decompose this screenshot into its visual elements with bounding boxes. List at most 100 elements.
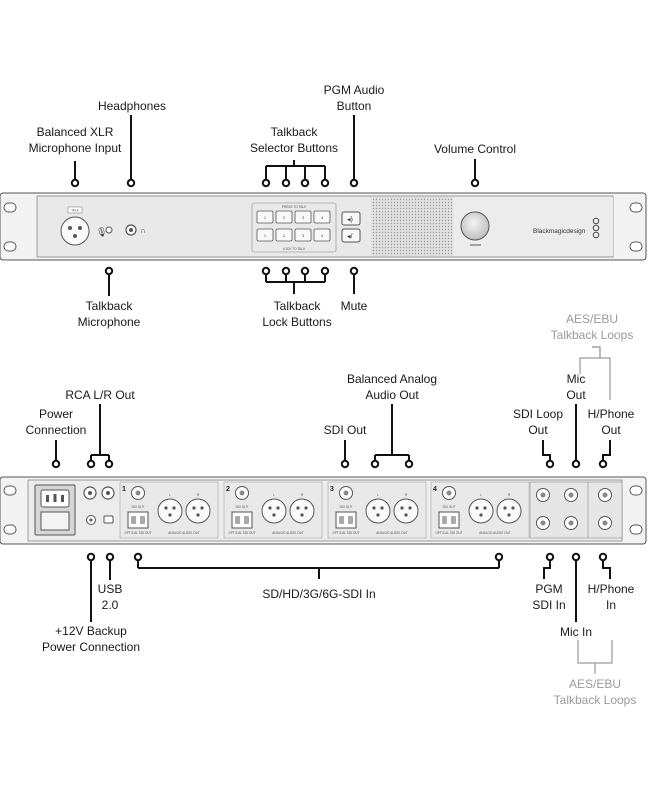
- optical-tag: OPTICAL SDI OUT: [228, 531, 255, 535]
- analog-tag: ANALOG AUDIO OUT: [168, 531, 200, 535]
- rear-left-rack-hole: [3, 524, 17, 535]
- analog-tag: ANALOG AUDIO OUT: [479, 531, 511, 535]
- sdi-out-tag: SDI OUT: [443, 505, 456, 509]
- mute-icon: ◂/: [347, 234, 353, 241]
- channel-side-tag: R: [197, 493, 200, 497]
- button-number: 4: [321, 233, 324, 238]
- channel-side-tag: L: [480, 493, 482, 497]
- talkback-lock-label: Talkback Lock Buttons: [262, 299, 332, 329]
- channel-number: 2: [226, 486, 230, 493]
- press-to-talk-button-3[interactable]: [294, 210, 312, 224]
- press-to-talk-caption: PRESS TO TALK: [282, 205, 307, 209]
- rear-left-rack-hole: [3, 485, 17, 496]
- backup-power-label: +12V Backup Power Connection: [41, 624, 141, 654]
- press-to-talk-button-1[interactable]: [256, 210, 274, 224]
- usb-label: USB 2.0: [97, 582, 123, 612]
- xlr-out-connector: [468, 498, 494, 524]
- channel-side-tag: R: [508, 493, 511, 497]
- xlr-tag-box: [67, 206, 83, 214]
- microphone-glyph: 🎙: [96, 227, 107, 238]
- xlr-pin: [68, 226, 72, 230]
- xlr-out-connector: [289, 498, 315, 524]
- lock-to-talk-button-4[interactable]: [313, 228, 331, 242]
- hphone-in-label: H/Phone In: [587, 582, 635, 612]
- speaker-icon: ◂): [347, 217, 353, 224]
- aes-ebu-bracket-lines: [577, 346, 613, 674]
- headphones-label: Headphones: [97, 99, 167, 113]
- headphone-jack-hole: [129, 228, 133, 232]
- button-number: 1: [264, 215, 267, 220]
- xlr-tag: TALK: [71, 209, 80, 213]
- channel-number: 1: [122, 486, 126, 493]
- xlr-out-connector: [185, 498, 211, 524]
- optical-tag: OPTICAL SDI OUT: [332, 531, 359, 535]
- rear-callout-lines: [55, 404, 611, 622]
- xlr-pin: [73, 234, 77, 238]
- channel-side-tag: L: [169, 493, 171, 497]
- front-right-rack-hole: [629, 241, 643, 252]
- balanced-analog-out-label: Balanced Analog Audio Out: [346, 372, 438, 402]
- speaker-grille: [371, 197, 453, 256]
- pgm-audio-button[interactable]: [341, 211, 361, 226]
- channel-side-tag: L: [273, 493, 275, 497]
- power-switch[interactable]: [40, 511, 70, 531]
- mic-out-label: Mic Out: [566, 372, 586, 402]
- analog-tag: ANALOG AUDIO OUT: [376, 531, 408, 535]
- rear-right-rack-hole: [629, 485, 643, 496]
- rear-callout-dots: [51, 459, 608, 562]
- press-to-talk-button-4[interactable]: [313, 210, 331, 224]
- aes-ebu-top-label: AES/EBU Talkback Loops: [550, 312, 634, 342]
- lock-to-talk-button-2[interactable]: [275, 228, 293, 242]
- rca-out-label: RCA L/R Out: [65, 388, 135, 402]
- sdi-out-label: SDI Out: [323, 423, 367, 437]
- button-number: 4: [321, 215, 324, 220]
- pgm-sdi-in-label: PGM SDI In: [532, 582, 566, 612]
- lock-to-talk-button-3[interactable]: [294, 228, 312, 242]
- power-connection-label: Power Connection: [25, 407, 87, 437]
- button-number: 2: [283, 215, 286, 220]
- usb-port: [103, 515, 114, 524]
- optical-tag: OPTICAL SDI OUT: [124, 531, 151, 535]
- lock-to-talk-button-1[interactable]: [256, 228, 274, 242]
- channel-number: 4: [433, 486, 437, 493]
- button-number: 3: [302, 215, 305, 220]
- brand-logo-mark: [592, 217, 600, 239]
- aes-ebu-bottom-label: AES/EBU Talkback Loops: [553, 677, 637, 707]
- pgm-audio-button-label: PGM Audio Button: [323, 83, 385, 113]
- talkback-microphone-label: Talkback Microphone: [77, 299, 141, 329]
- channel-side-tag: R: [405, 493, 408, 497]
- sdi-out-tag: SDI OUT: [340, 505, 353, 509]
- channel-side-tag: R: [301, 493, 304, 497]
- sdi-out-tag: SDI OUT: [236, 505, 249, 509]
- xlr-out-connector: [496, 498, 522, 524]
- analog-tag: ANALOG AUDIO OUT: [272, 531, 304, 535]
- front-callout-dots: [70, 178, 480, 276]
- front-right-rack-hole: [629, 202, 643, 213]
- button-number: 3: [302, 233, 305, 238]
- channel-side-tag: L: [377, 493, 379, 497]
- press-to-talk-button-2[interactable]: [275, 210, 293, 224]
- volume-control-label: Volume Control: [433, 142, 517, 156]
- headphones-icon: ∩: [140, 226, 146, 235]
- talkback-microphone-hole: [105, 226, 113, 234]
- volume-knob[interactable]: [460, 211, 490, 241]
- front-left-rack-hole: [3, 241, 17, 252]
- hphone-out-label: H/Phone Out: [587, 407, 635, 437]
- xlr-out-connector: [393, 498, 419, 524]
- mic-in-label: Mic In: [559, 625, 592, 639]
- optical-tag: OPTICAL SDI OUT: [435, 531, 462, 535]
- mute-label: Mute: [340, 299, 368, 313]
- talk-button-group: [251, 202, 337, 253]
- xlr-pin: [78, 226, 82, 230]
- rear-right-rack-hole: [629, 524, 643, 535]
- sdi-out-tag: SDI OUT: [132, 505, 145, 509]
- mute-button[interactable]: [341, 228, 361, 243]
- brand-logo-text: Blackmagicdesign: [533, 228, 586, 235]
